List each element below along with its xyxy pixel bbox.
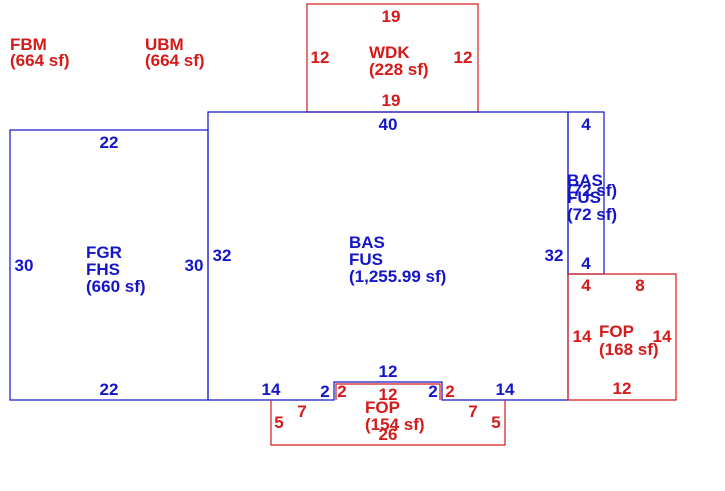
porch-front-left-dim: 5 <box>274 413 283 432</box>
porch-right-top-right-dim: 8 <box>635 276 644 295</box>
porch-front-step-left-dim: 7 <box>297 402 306 421</box>
porch-right-left-dim: 14 <box>573 327 592 346</box>
main-left-dim: 32 <box>213 246 232 265</box>
wdk-label: WDK <box>369 43 410 62</box>
side-label-1: BAS <box>567 171 603 190</box>
main-label-1: BAS <box>349 233 385 252</box>
main-label-2: FUS <box>349 250 383 269</box>
wdk-right-dim: 12 <box>454 48 473 67</box>
fbm-label: FBM <box>10 35 47 54</box>
porch-front-area: (154 sf) <box>365 415 425 434</box>
main-notch-top-dim: 12 <box>379 362 398 381</box>
side-overlap-area: (72 sf) <box>567 181 617 200</box>
porch-front-step-right-dim: 7 <box>468 402 477 421</box>
ubm-label: UBM <box>145 35 184 54</box>
porch-right-label: FOP <box>599 322 634 341</box>
porch-right-area: (168 sf) <box>599 340 659 359</box>
garage-bottom-dim: 22 <box>100 380 119 399</box>
main-bottom-left-dim: 14 <box>262 380 281 399</box>
wdk-area: (228 sf) <box>369 60 429 79</box>
wdk-left-dim: 12 <box>311 48 330 67</box>
main-notch-right-dim: 2 <box>428 382 437 401</box>
main-house-outline <box>207 111 569 401</box>
porch-front-inner-right-dim: 2 <box>445 382 454 401</box>
garage-area: (660 sf) <box>86 277 146 296</box>
garage-right-dim: 30 <box>185 256 204 275</box>
side-area: (72 sf) <box>567 205 617 224</box>
side-label-2: FUS <box>567 188 601 207</box>
front-porch-outline <box>270 400 506 446</box>
porch-front-inner-top-dim: 12 <box>379 385 398 404</box>
main-notch-left-dim: 2 <box>320 382 329 401</box>
front-porch-inner-outline <box>335 383 441 400</box>
porch-front-label: FOP <box>365 398 400 417</box>
porch-right-right-dim: 14 <box>653 327 672 346</box>
porch-front-right-dim: 5 <box>491 413 500 432</box>
right-porch-outline <box>567 273 677 401</box>
garage-label-2: FHS <box>86 260 120 279</box>
main-right-dim: 32 <box>545 246 564 265</box>
porch-front-inner-left-dim: 2 <box>337 382 346 401</box>
porch-right-bottom-dim: 12 <box>613 379 632 398</box>
side-top-dim: 4 <box>581 115 591 134</box>
wdk-bottom-dim: 19 <box>382 91 401 110</box>
garage-label-1: FGR <box>86 243 122 262</box>
porch-front-bottom-dim: 26 <box>379 425 398 444</box>
garage-top-dim: 22 <box>100 133 119 152</box>
wdk-top-dim: 19 <box>382 7 401 26</box>
main-bottom-right-dim: 14 <box>496 380 515 399</box>
fbm-area: (664 sf) <box>10 51 70 70</box>
main-area: (1,255.99 sf) <box>349 267 446 286</box>
porch-right-top-left-dim: 4 <box>581 276 591 295</box>
garage-left-dim: 30 <box>15 256 34 275</box>
main-top-dim: 40 <box>379 115 398 134</box>
side-bottom-dim: 4 <box>581 254 591 273</box>
ubm-area: (664 sf) <box>145 51 205 70</box>
